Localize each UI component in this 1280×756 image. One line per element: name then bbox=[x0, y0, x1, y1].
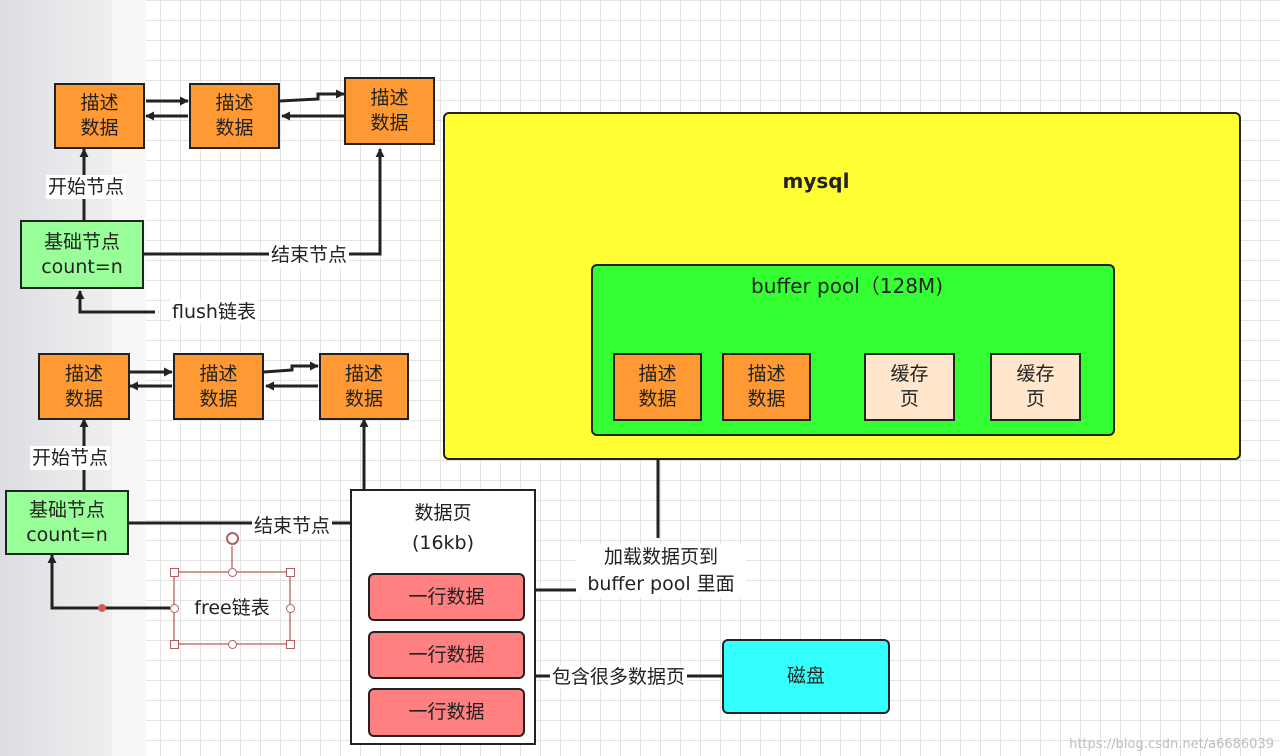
buffer-pool-desc-block-1: 描述 数据 bbox=[613, 353, 702, 421]
flush-forward-arrow-2 bbox=[279, 89, 345, 103]
free-desc-block-2: 描述 数据 bbox=[173, 353, 264, 420]
flush-list-label: flush链表 bbox=[170, 300, 258, 324]
flush-base-node: 基础节点 count=n bbox=[20, 220, 144, 289]
rotate-handle[interactable] bbox=[226, 532, 239, 545]
resize-handle-r[interactable] bbox=[286, 604, 295, 613]
resize-handle-br[interactable] bbox=[286, 640, 295, 649]
cache-page-2: 缓存 页 bbox=[990, 353, 1081, 421]
free-desc-block-3: 描述 数据 bbox=[319, 353, 409, 420]
flush-desc-block-1: 描述 数据 bbox=[54, 83, 145, 149]
mysql-title: mysql bbox=[782, 169, 850, 193]
free-base-node: 基础节点 count=n bbox=[5, 490, 129, 555]
free-list-label[interactable]: free链表 bbox=[194, 597, 270, 619]
flush-end-label: 结束节点 bbox=[269, 243, 350, 267]
flush-list-pointer bbox=[75, 290, 155, 314]
resize-handle-l[interactable] bbox=[170, 604, 179, 613]
resize-handle-bl[interactable] bbox=[170, 640, 179, 649]
data-page-title: 数据页 (16kb) bbox=[411, 502, 475, 554]
free-end-arrow bbox=[128, 418, 369, 525]
watermark: https://blog.csdn.net/a6686039 bbox=[1069, 737, 1274, 752]
flush-end-arrow bbox=[144, 148, 385, 256]
contains-label: 包含很多数据页 bbox=[550, 665, 688, 689]
disk-box: 磁盘 bbox=[722, 639, 890, 714]
free-pointer-dot bbox=[98, 604, 106, 612]
data-row-1: 一行数据 bbox=[368, 573, 525, 621]
data-row-3: 一行数据 bbox=[368, 688, 525, 737]
resize-handle-tr[interactable] bbox=[286, 568, 295, 577]
resize-handle-tl[interactable] bbox=[170, 568, 179, 577]
data-row-2: 一行数据 bbox=[368, 631, 525, 679]
load-label: 加载数据页到 buffer pool 里面 bbox=[576, 544, 746, 598]
free-end-label: 结束节点 bbox=[252, 514, 333, 538]
free-desc-block-1: 描述 数据 bbox=[38, 353, 130, 420]
flush-desc-block-2: 描述 数据 bbox=[189, 83, 280, 149]
free-forward-arrow-2 bbox=[263, 361, 319, 374]
free-start-label: 开始节点 bbox=[30, 446, 111, 470]
free-list-pointer bbox=[47, 554, 170, 610]
flush-start-label: 开始节点 bbox=[46, 175, 127, 199]
buffer-pool-title: buffer pool（128M) bbox=[751, 274, 943, 298]
cache-page-1: 缓存 页 bbox=[864, 353, 955, 421]
resize-handle-t[interactable] bbox=[228, 568, 237, 577]
flush-desc-block-3: 描述 数据 bbox=[344, 77, 435, 145]
resize-handle-b[interactable] bbox=[228, 640, 237, 649]
buffer-pool-desc-block-2: 描述 数据 bbox=[722, 353, 811, 421]
